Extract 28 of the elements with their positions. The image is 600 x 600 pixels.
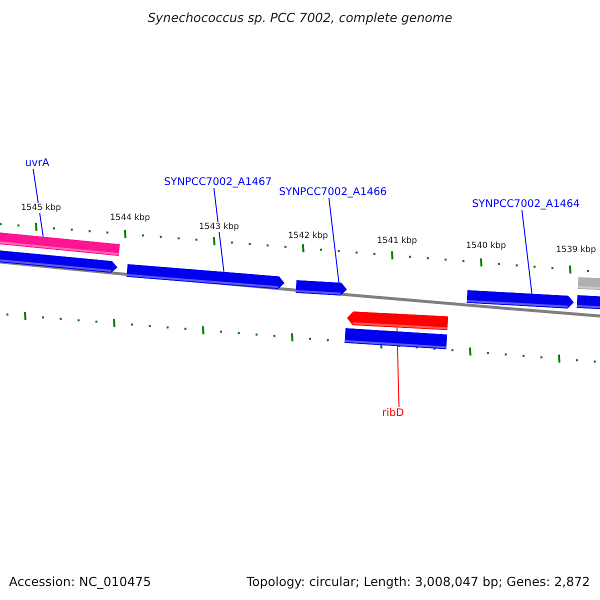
gene-label: uvrA (25, 157, 50, 169)
footer-text: Accession: NC_010475 (9, 574, 152, 589)
scale-label: 1542 kbp (287, 231, 330, 241)
title: Synechococcus sp. PCC 7002, complete genome (146, 10, 454, 25)
gene-label: SYNPCC7002_A1467 (164, 176, 272, 188)
scale-label: 1544 kbp (109, 213, 152, 223)
gene-bar (0, 250, 118, 274)
leader-line (328, 198, 340, 284)
gene-bar (576, 295, 600, 310)
gene-bar (346, 311, 448, 330)
gene-bar (296, 280, 348, 296)
feature-bar (578, 277, 600, 291)
scale-label: 1541 kbp (376, 236, 418, 246)
scale-label: 1540 kbp (465, 241, 508, 251)
footer-text: Topology: circular; Length: 3,008,047 bp; Genes: 2,872 (246, 574, 590, 589)
leader-line (213, 188, 224, 272)
gene-label: ribD (382, 407, 404, 419)
feature-bar (344, 328, 448, 350)
scale-label: 1543 kbp (198, 222, 240, 232)
gene-label: SYNPCC7002_A1466 (279, 186, 387, 198)
leader-line (521, 210, 532, 294)
gene-bar (126, 264, 285, 290)
scale-label: 1539 kbp (555, 245, 598, 255)
leader-line (32, 168, 44, 238)
feature-bar (0, 232, 120, 256)
gene-bar (466, 290, 574, 309)
gene-label: SYNPCC7002_A1464 (472, 198, 580, 210)
scale-label: 1545 kbp (20, 203, 62, 213)
